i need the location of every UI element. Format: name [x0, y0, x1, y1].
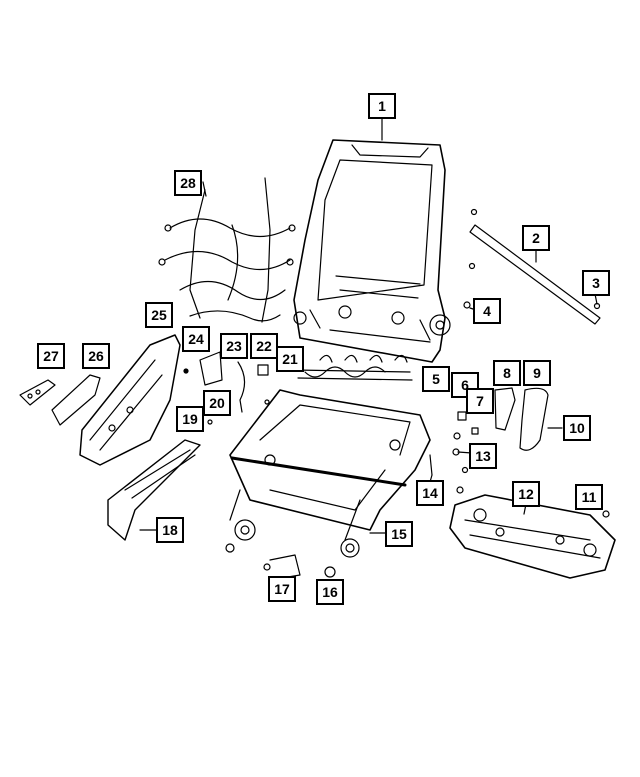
seatback-frame [293, 139, 451, 363]
bracket-24 [199, 351, 223, 386]
leader-28 [202, 181, 207, 197]
fastener-3 [593, 302, 601, 310]
callout-4: 4 [473, 298, 501, 324]
callout-27: 27 [37, 343, 65, 369]
nut-left [225, 543, 235, 553]
callout-23: 23 [220, 333, 248, 359]
side-shields [494, 387, 563, 451]
callout-28: 28 [174, 170, 202, 196]
fastener-12 [456, 486, 464, 494]
suspension-wire-mat [158, 177, 296, 323]
inner-shield [51, 374, 101, 426]
fastener-2b [468, 262, 476, 270]
callout-22: 22 [250, 333, 278, 359]
callout-21: 21 [276, 346, 304, 372]
callout-10: 10 [563, 415, 591, 441]
handle [19, 379, 56, 406]
callout-14: 14 [416, 480, 444, 506]
callout-20: 20 [203, 390, 231, 416]
harness-23 [237, 361, 246, 413]
callout-25: 25 [145, 302, 173, 328]
nut-16 [324, 566, 336, 578]
lumbar-rod [469, 208, 601, 325]
sensor-22 [257, 364, 269, 376]
callout-16: 16 [316, 579, 344, 605]
callout-18: 18 [156, 517, 184, 543]
callout-15: 15 [385, 521, 413, 547]
lower-shield [107, 439, 201, 541]
callout-26: 26 [82, 343, 110, 369]
callout-8: 8 [493, 360, 521, 386]
fastener-4 [463, 301, 471, 309]
callout-1: 1 [368, 93, 396, 119]
callout-19: 19 [176, 406, 204, 432]
callout-7: 7 [466, 388, 494, 414]
cushion-springs [294, 354, 413, 381]
callout-2: 2 [522, 225, 550, 251]
callout-9: 9 [523, 360, 551, 386]
fastener-11 [602, 510, 610, 518]
callout-3: 3 [582, 270, 610, 296]
callout-13: 13 [469, 443, 497, 469]
callout-17: 17 [268, 576, 296, 602]
bracket-17 [263, 554, 301, 579]
outer-shield [79, 334, 181, 466]
seat-cushion-frame [229, 389, 433, 558]
callout-11: 11 [575, 484, 603, 510]
callout-12: 12 [512, 481, 540, 507]
callout-5: 5 [422, 366, 450, 392]
callout-24: 24 [182, 326, 210, 352]
